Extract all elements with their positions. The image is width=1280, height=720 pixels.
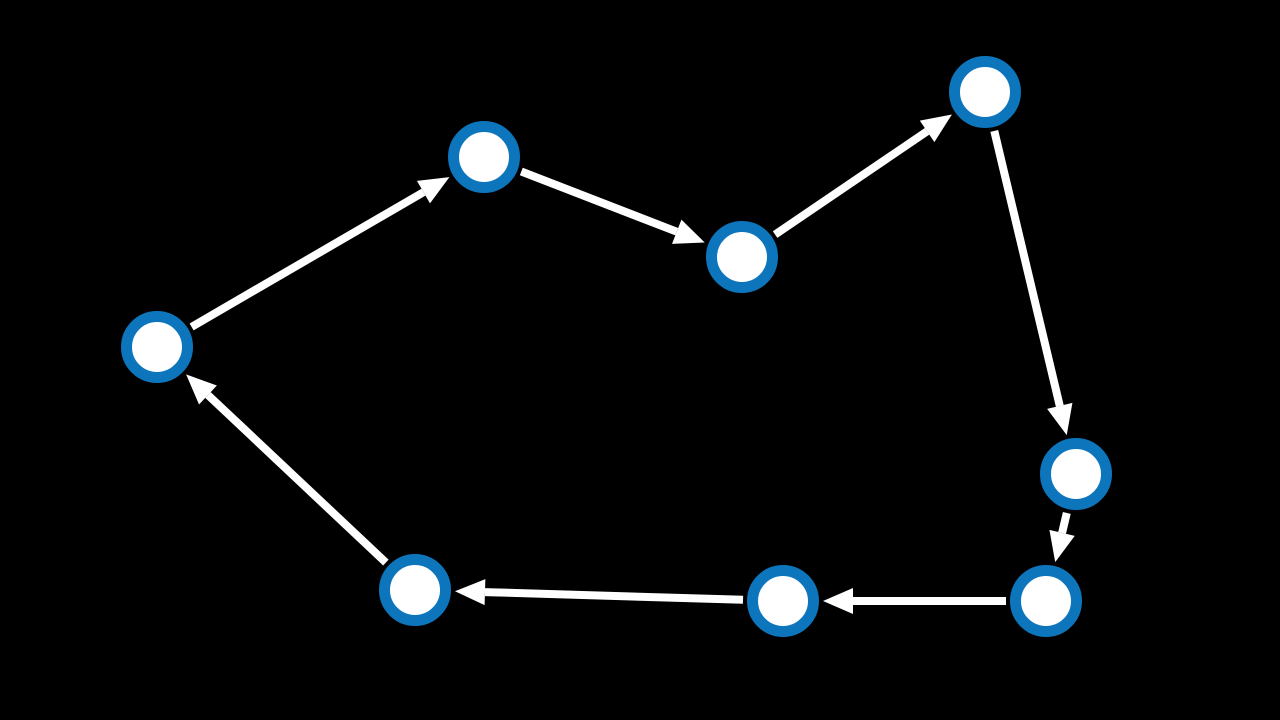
arrowhead-icon xyxy=(416,177,450,204)
node-circle xyxy=(1010,565,1082,637)
node-circle xyxy=(1040,438,1112,510)
graph-node[interactable] xyxy=(121,311,193,383)
graph-node[interactable] xyxy=(706,221,778,293)
node-circle xyxy=(448,121,520,193)
graph-node[interactable] xyxy=(1040,438,1112,510)
edge-shaft xyxy=(990,129,1064,407)
edge-shaft xyxy=(205,392,389,566)
graph-edge[interactable] xyxy=(186,374,389,566)
arrowhead-icon xyxy=(672,219,705,244)
graph-node[interactable] xyxy=(448,121,520,193)
node-circle xyxy=(121,311,193,383)
graph-edge[interactable] xyxy=(990,129,1073,436)
graph-node[interactable] xyxy=(1010,565,1082,637)
graph-node[interactable] xyxy=(949,56,1021,128)
graph-edge[interactable] xyxy=(189,177,450,331)
graph-edge[interactable] xyxy=(772,114,952,238)
graph-edge[interactable] xyxy=(454,579,744,606)
node-circle xyxy=(379,554,451,626)
arrowhead-icon xyxy=(919,114,952,143)
arrowhead-icon xyxy=(454,579,486,606)
edges-layer xyxy=(186,114,1075,614)
edge-shaft xyxy=(189,188,426,331)
graph-node[interactable] xyxy=(379,554,451,626)
arrowhead-icon xyxy=(1047,402,1073,436)
edge-shaft xyxy=(772,128,930,238)
arrowhead-icon xyxy=(186,374,217,405)
nodes-layer xyxy=(121,56,1112,637)
edge-shaft xyxy=(519,167,679,236)
arrowhead-icon xyxy=(823,588,853,614)
graph-edge[interactable] xyxy=(1049,512,1075,563)
edge-shaft xyxy=(484,588,744,604)
node-circle xyxy=(747,565,819,637)
graph-edge[interactable] xyxy=(519,167,705,244)
edge-shaft xyxy=(1058,512,1071,534)
graph-node[interactable] xyxy=(747,565,819,637)
node-circle xyxy=(949,56,1021,128)
arrowhead-icon xyxy=(1049,529,1075,563)
node-circle xyxy=(706,221,778,293)
graph-edge[interactable] xyxy=(823,588,1006,614)
